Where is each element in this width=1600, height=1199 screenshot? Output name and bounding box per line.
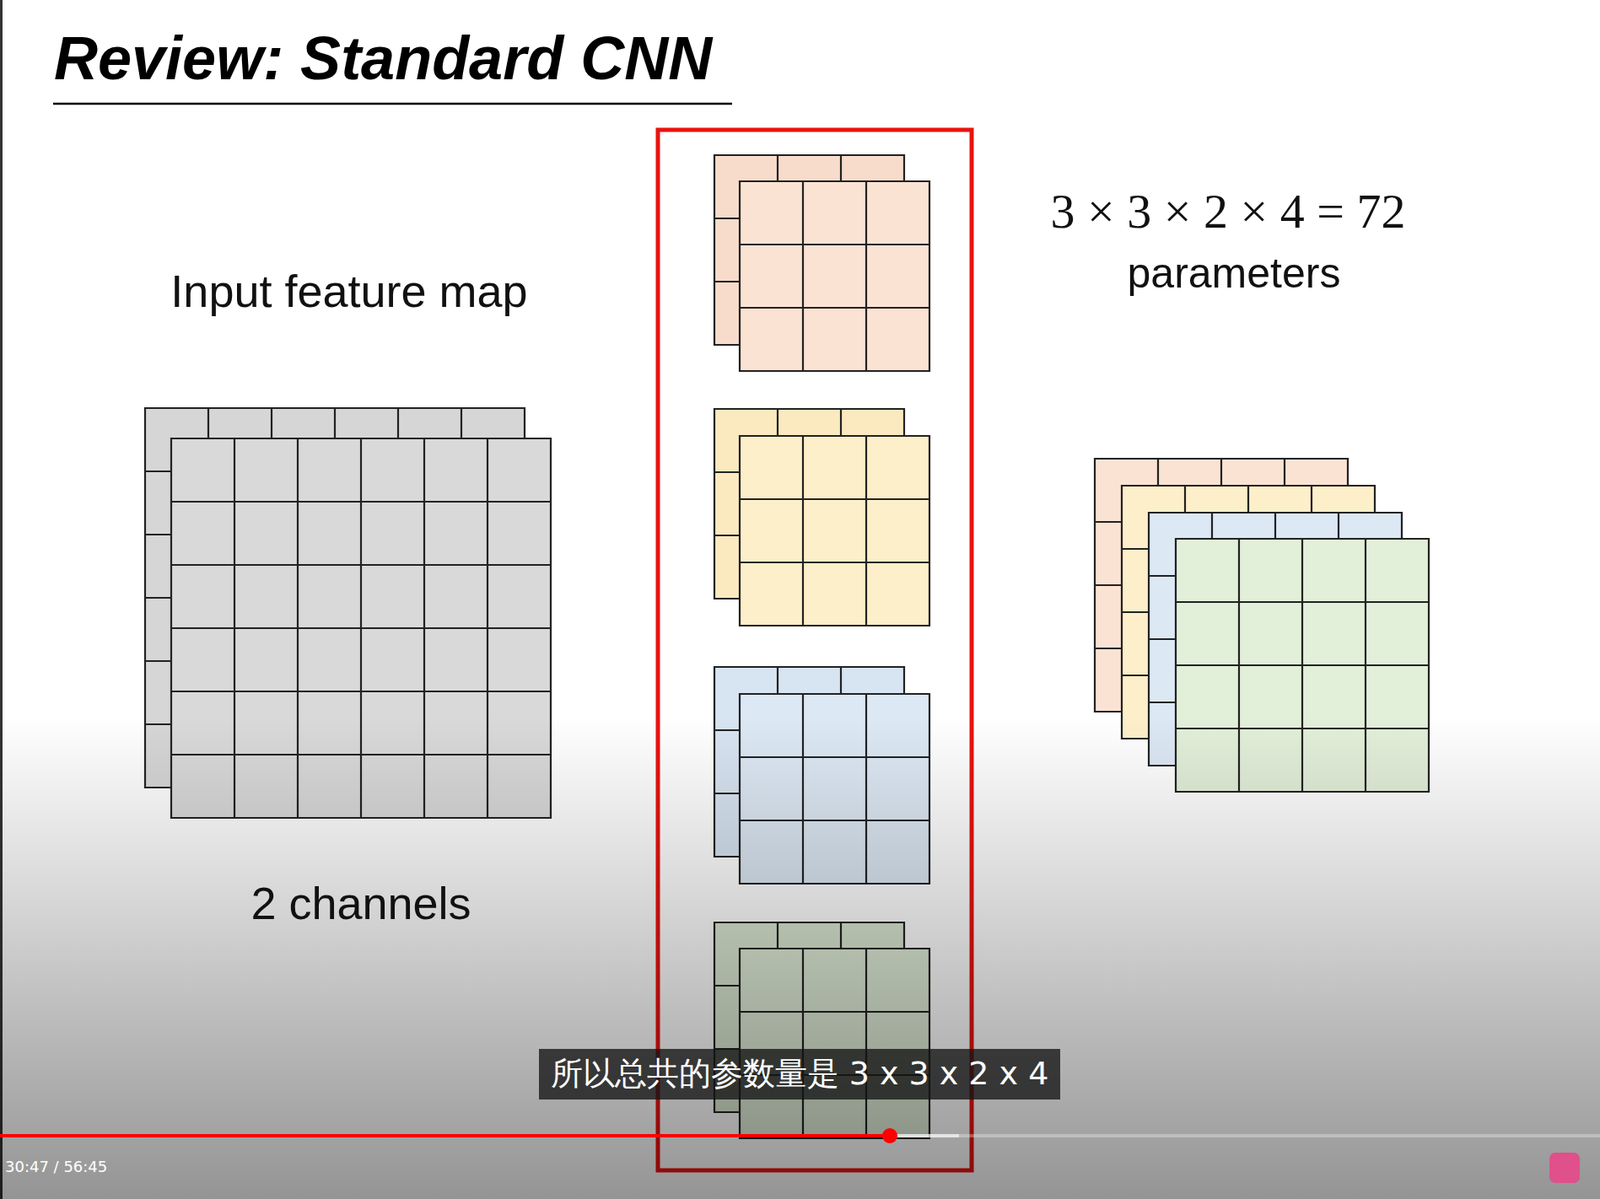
subtitle-icon [1549,1152,1580,1184]
video-shade [0,716,1600,1199]
slide-title: Review: Standard CNN [53,23,712,94]
video-time: 30:47 / 56:45 [5,1158,108,1177]
channel-label: 2 channels [250,877,471,930]
subtitle-box: 所以总共的参数量是 3 x 3 x 2 x 4 [538,1049,1062,1100]
input-label: Input feature map [170,264,528,318]
formula: 3 × 3 × 2 × 4 = 72 [1050,183,1407,241]
formula-caption: parameters [1127,249,1342,299]
title-underline [53,102,733,106]
subtitle-text: 所以总共的参数量是 3 x 3 x 2 x 4 [550,1055,1050,1094]
progress-bar [0,1128,1600,1144]
